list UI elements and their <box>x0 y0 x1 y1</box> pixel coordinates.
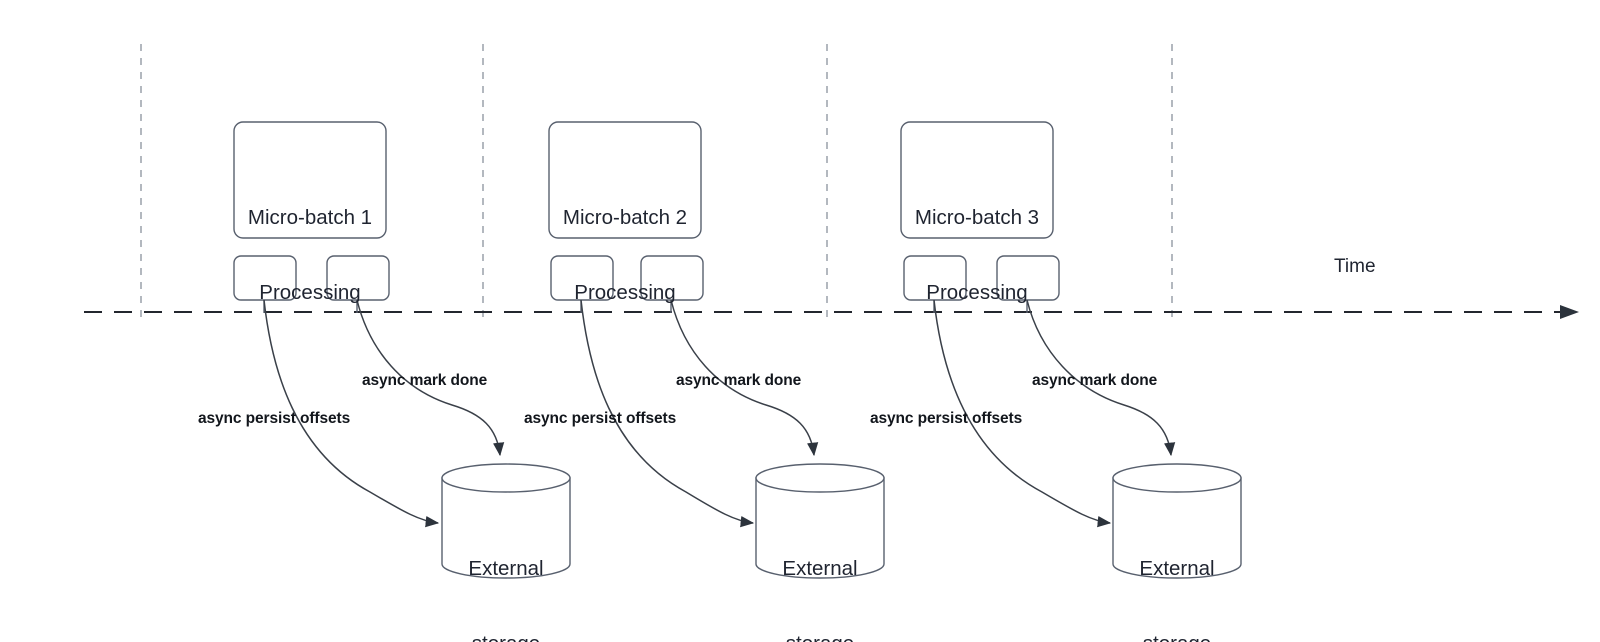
mark-done-curve-3 <box>1026 299 1176 457</box>
task-box-persist-1-shape[interactable] <box>233 255 297 301</box>
micro-batch-1-box-shape[interactable] <box>233 121 387 239</box>
micro-batch-3-label: Micro-batch 3 Processing <box>901 155 1053 355</box>
external-storage-1-line2: storage <box>442 631 570 642</box>
task-box-mark-2-shape[interactable] <box>640 255 704 301</box>
external-storage-2-line1: External <box>782 557 858 580</box>
external-storage-3-label: External storage <box>1113 506 1241 642</box>
persist-offsets-curve-3 <box>933 299 1112 528</box>
task-box-persist-2-shape[interactable] <box>550 255 614 301</box>
micro-batch-2-line1: Micro-batch 2 <box>562 206 688 229</box>
group-2-vector <box>548 121 885 579</box>
micro-batch-2-line2: Processing <box>574 281 676 304</box>
group-3-vector <box>900 121 1242 579</box>
external-storage-2-line2: storage <box>756 631 884 642</box>
group-1-vector <box>233 121 571 579</box>
time-axis-arrowhead <box>1560 305 1579 319</box>
external-storage-1-shape[interactable] <box>441 463 571 579</box>
time-axis-label: Time <box>1334 256 1376 277</box>
mark-done-curve-2 <box>670 299 819 457</box>
mark-done-curve-1 <box>356 299 505 457</box>
external-storage-1-line1: External <box>468 557 544 580</box>
micro-batch-2-label: Micro-batch 2 Processing <box>549 155 701 355</box>
async-persist-offsets-label-1: async persist offsets <box>198 410 351 427</box>
async-mark-done-label-1: async mark done <box>362 372 488 389</box>
task-box-mark-3-shape[interactable] <box>996 255 1060 301</box>
async-mark-done-label-2: async mark done <box>676 372 802 389</box>
task-box-persist-3-shape[interactable] <box>903 255 967 301</box>
external-storage-3-shape[interactable] <box>1112 463 1242 579</box>
external-storage-3-line2: storage <box>1113 631 1241 642</box>
task-box-mark-1-shape[interactable] <box>326 255 390 301</box>
micro-batch-3-line1: Micro-batch 3 <box>914 206 1040 229</box>
time-axis <box>84 305 1579 319</box>
persist-offsets-curve-2 <box>580 299 755 528</box>
micro-batch-2-box-shape[interactable] <box>548 121 702 239</box>
async-persist-offsets-label-3: async persist offsets <box>870 410 1023 427</box>
external-storage-3-line1: External <box>1139 557 1215 580</box>
external-storage-2-shape[interactable] <box>755 463 885 579</box>
external-storage-1-label: External storage <box>442 506 570 642</box>
async-mark-done-label-3: async mark done <box>1032 372 1158 389</box>
micro-batch-3-box-shape[interactable] <box>900 121 1054 239</box>
micro-batch-1-label: Micro-batch 1 Processing <box>234 155 386 355</box>
persist-offsets-curve-1 <box>263 299 440 528</box>
tick-line-group <box>140 44 1173 318</box>
micro-batch-1-line2: Processing <box>259 281 361 304</box>
micro-batch-3-line2: Processing <box>926 281 1028 304</box>
micro-batch-1-line1: Micro-batch 1 <box>247 206 373 229</box>
async-persist-offsets-label-2: async persist offsets <box>524 410 677 427</box>
external-storage-2-label: External storage <box>756 506 884 642</box>
